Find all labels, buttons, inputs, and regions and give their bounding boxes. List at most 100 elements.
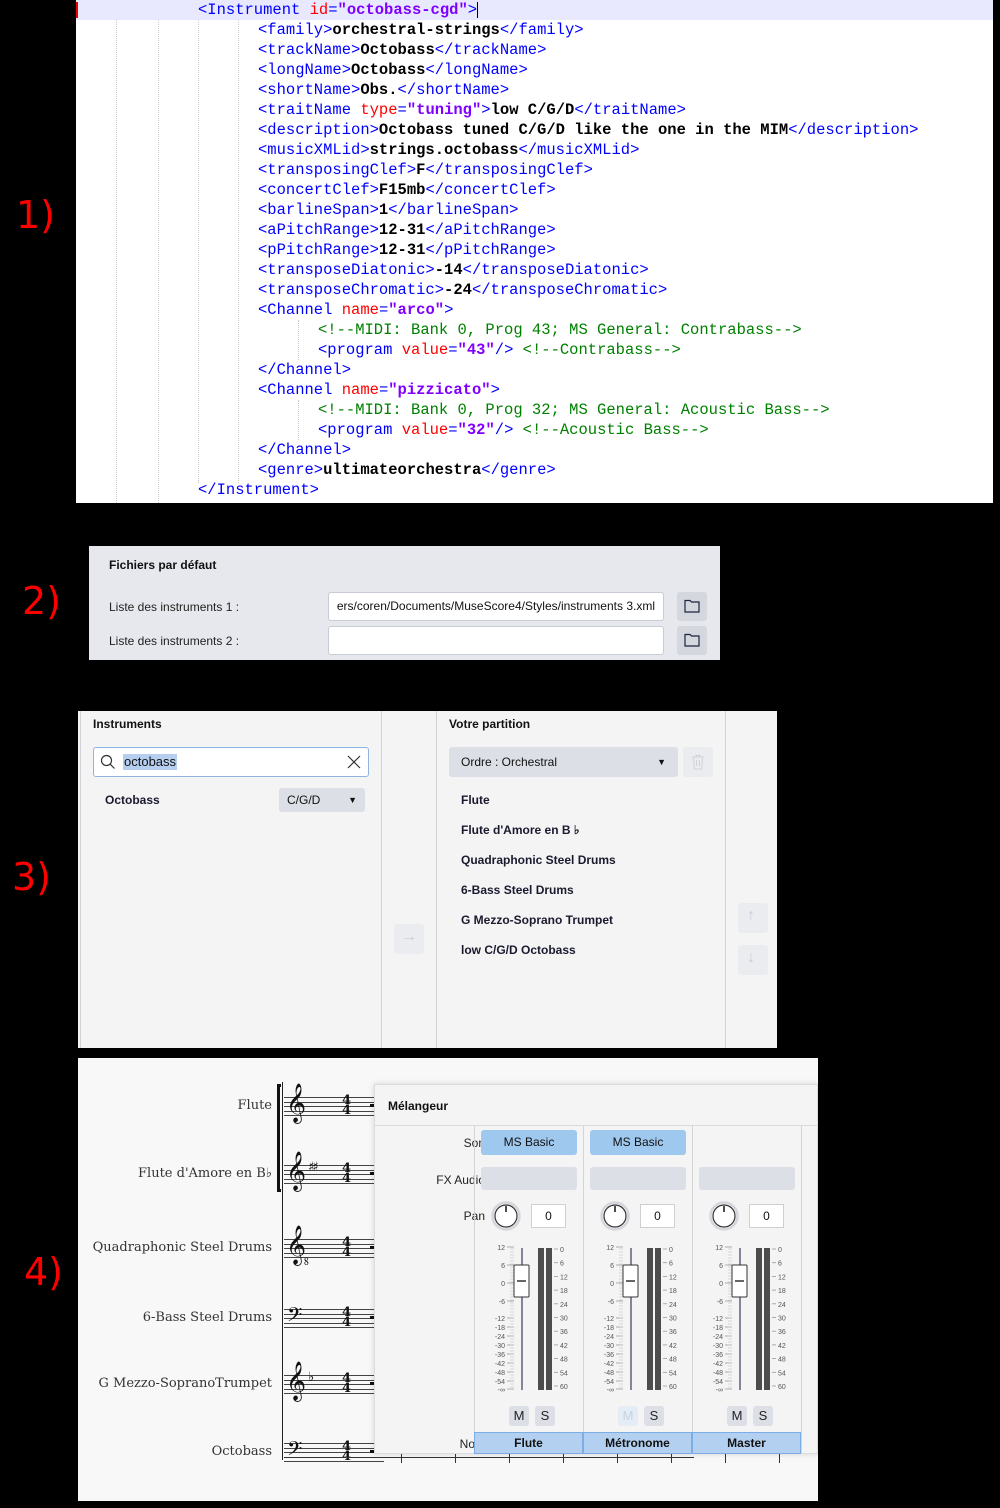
clear-icon[interactable] [347, 755, 361, 769]
add-to-score-button[interactable]: → [394, 924, 424, 954]
xml-token: = [378, 301, 389, 319]
staff-instrument-name[interactable]: Quadraphonic Steel Drums [92, 1240, 272, 1255]
pan-knob[interactable] [491, 1201, 521, 1231]
score-instrument-item[interactable]: G Mezzo-Soprano Trumpet [461, 913, 614, 927]
fx-audio-slot-0[interactable] [481, 1167, 577, 1190]
sound-button-1[interactable]: MS Basic [590, 1130, 686, 1155]
browse-instrument-list-2-button[interactable] [677, 626, 707, 655]
staff-line [284, 1257, 384, 1258]
search-result-octobass[interactable]: Octobass [105, 793, 160, 807]
staff-instrument-name[interactable]: G Mezzo-SopranoTrumpet [98, 1376, 272, 1391]
xml-line[interactable]: <musicXMLid>strings.octobass</musicXMLid… [76, 140, 993, 160]
search-icon [100, 754, 115, 769]
xml-token: <!--MIDI: Bank 0, Prog 32; MS General: A… [318, 401, 830, 419]
pan-value-input[interactable]: 0 [749, 1204, 784, 1228]
xml-line[interactable]: <Instrument id="octobass-cgd"> [76, 0, 993, 20]
xml-line[interactable]: <pPitchRange>12-31</pPitchRange> [76, 240, 993, 260]
move-up-button[interactable]: ↑ [738, 903, 768, 933]
mixer-title: Mélangeur [388, 1099, 449, 1113]
pan-value-input[interactable]: 0 [531, 1204, 566, 1228]
xml-line[interactable]: <Channel name="arco"> [76, 300, 993, 320]
xml-line[interactable]: <!--MIDI: Bank 0, Prog 32; MS General: A… [76, 400, 993, 420]
xml-token: <!--Contrabass--> [522, 341, 681, 359]
xml-token: type [360, 101, 398, 119]
sound-button-0[interactable]: MS Basic [481, 1130, 577, 1155]
instrument-search-input[interactable]: octobass [93, 747, 369, 777]
score-instrument-item[interactable]: 6-Bass Steel Drums [461, 883, 574, 897]
browse-instrument-list-1-button[interactable] [677, 592, 707, 621]
order-dropdown[interactable]: Ordre : Orchestral▼ [449, 747, 678, 777]
xml-line[interactable]: <program value="32"/> <!--Acoustic Bass-… [76, 420, 993, 440]
staff-instrument-name[interactable]: Flute d'Amore en B♭ [138, 1166, 272, 1181]
xml-token: = [328, 1, 338, 19]
xml-line[interactable]: </Channel> [76, 440, 993, 460]
svg-text:-42: -42 [495, 1361, 505, 1368]
svg-text:42: 42 [778, 1343, 786, 1350]
channel-name-2[interactable]: Master [692, 1432, 801, 1454]
xml-line[interactable]: <family>orchestral-strings</family> [76, 20, 993, 40]
score-instrument-item[interactable]: low C/G/D Octobass [461, 943, 576, 957]
xml-line[interactable]: <program value="43"/> <!--Contrabass--> [76, 340, 993, 360]
pan-knob[interactable] [600, 1201, 630, 1231]
instrument-list-2-input[interactable] [328, 626, 664, 655]
pan-knob[interactable] [709, 1201, 739, 1231]
staff-instrument-name[interactable]: 6-Bass Steel Drums [142, 1310, 272, 1325]
xml-line[interactable]: <trackName>Octobass</trackName> [76, 40, 993, 60]
xml-line[interactable]: <aPitchRange>12-31</aPitchRange> [76, 220, 993, 240]
xml-line[interactable]: <traitName type="tuning">low C/G/D</trai… [76, 100, 993, 120]
xml-line[interactable]: <barlineSpan>1</barlineSpan> [76, 200, 993, 220]
staff-instrument-name[interactable]: Flute [237, 1098, 272, 1113]
solo-button[interactable]: S [753, 1406, 773, 1426]
score-instrument-item[interactable]: Flute d'Amore en B ♭ [461, 823, 580, 837]
step-label-2: 2) [22, 579, 62, 623]
score-instrument-item[interactable]: Flute [461, 793, 490, 807]
delete-instrument-button[interactable] [683, 747, 713, 777]
staff-line [284, 1106, 384, 1107]
tuning-dropdown[interactable]: C/G/D▼ [279, 788, 365, 812]
solo-button[interactable]: S [535, 1406, 555, 1426]
staff-instrument-name[interactable]: Octobass [211, 1444, 272, 1459]
svg-text:42: 42 [560, 1343, 568, 1350]
svg-text:0: 0 [669, 1247, 673, 1254]
solo-button[interactable]: S [644, 1406, 664, 1426]
svg-text:-30: -30 [495, 1343, 505, 1350]
channel-name-0[interactable]: Flute [474, 1432, 583, 1454]
xml-line[interactable]: <genre>ultimateorchestra</genre> [76, 460, 993, 480]
xml-line[interactable]: <!--MIDI: Bank 0, Prog 43; MS General: C… [76, 320, 993, 340]
mute-button[interactable]: M [509, 1406, 529, 1426]
fx-audio-slot-1[interactable] [590, 1167, 686, 1190]
xml-line[interactable]: <transposeChromatic>-24</transposeChroma… [76, 280, 993, 300]
xml-line[interactable]: <longName>Octobass</longName> [76, 60, 993, 80]
score-instrument-item[interactable]: Quadraphonic Steel Drums [461, 853, 616, 867]
xml-line[interactable]: <description>Octobass tuned C/G/D like t… [76, 120, 993, 140]
instrument-list-2-label: Liste des instruments 2 : [109, 634, 240, 648]
pan-value-input[interactable]: 0 [640, 1204, 675, 1228]
xml-line[interactable]: <transposingClef>F</transposingClef> [76, 160, 993, 180]
xml-line[interactable]: <Channel name="pizzicato"> [76, 380, 993, 400]
key-signature: ♭ [308, 1370, 314, 1385]
mute-button[interactable]: M [618, 1406, 638, 1426]
xml-line[interactable]: <shortName>Obs.</shortName> [76, 80, 993, 100]
move-down-button[interactable]: ↓ [738, 945, 768, 975]
instrument-list-1-input[interactable]: ers/coren/Documents/MuseScore4/Styles/in… [328, 592, 664, 621]
xml-token: </concertClef> [425, 181, 556, 199]
xml-line[interactable]: <transposeDiatonic>-14</transposeDiatoni… [76, 260, 993, 280]
xml-line[interactable]: </Channel> [76, 360, 993, 380]
mute-button[interactable]: M [727, 1406, 747, 1426]
instrument-list-1-value: ers/coren/Documents/MuseScore4/Styles/in… [336, 599, 655, 613]
fx-audio-slot-2[interactable] [699, 1167, 795, 1190]
xml-line[interactable]: </Instrument> [76, 480, 993, 500]
staff[interactable]: 𝄢44 [284, 1437, 384, 1465]
xml-line[interactable]: <concertClef>F15mb</concertClef> [76, 180, 993, 200]
channel-name-1[interactable]: Métronome [583, 1432, 692, 1454]
xml-editor[interactable]: <Instrument id="octobass-cgd"><family>or… [76, 0, 993, 503]
